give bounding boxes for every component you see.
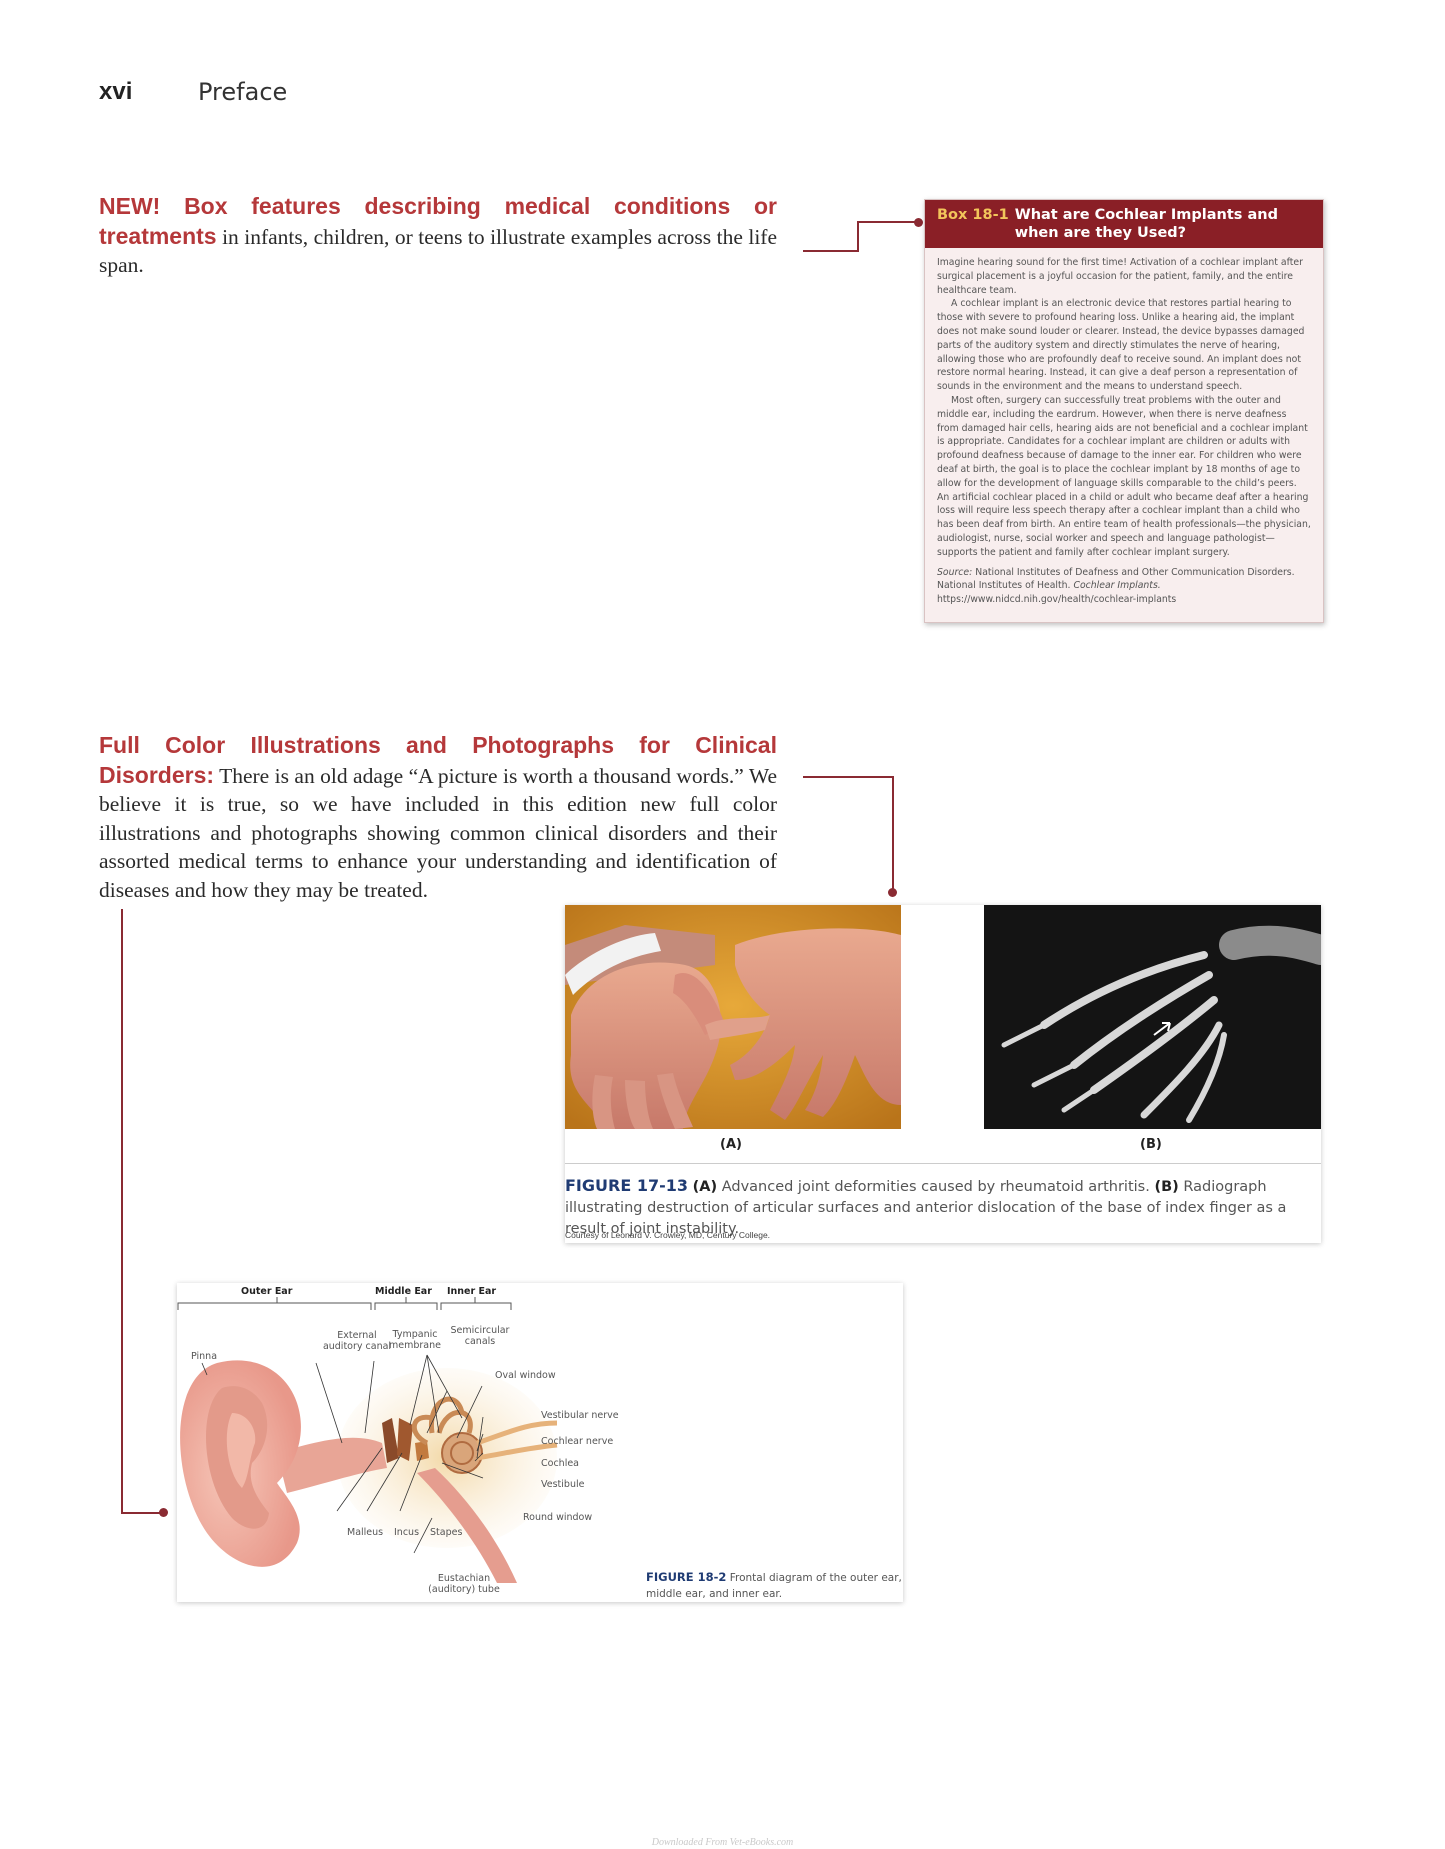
radiograph-illustration: [984, 905, 1321, 1129]
radiograph-photo: [984, 905, 1321, 1129]
label-cochlear-nerve: Cochlear nerve: [541, 1436, 614, 1447]
box-number: Box 18-1: [937, 207, 1009, 223]
caption-divider: [565, 1163, 1321, 1164]
label-a: (A): [720, 1137, 742, 1152]
connector-line: [803, 250, 858, 252]
hands-illustration: [565, 905, 901, 1129]
source-title: Cochlear Implants.: [1073, 580, 1161, 592]
label-eustachian-tube: Eustachian(auditory) tube: [428, 1573, 500, 1595]
feature-illustrations-lead: Full Color Illustrations and Photographs…: [99, 732, 777, 788]
connector-line: [857, 221, 917, 223]
caption-text: Frontal diagram of the outer ear, middle…: [646, 1572, 902, 1600]
label-oval-window: Oval window: [495, 1370, 556, 1381]
label-stapes: Stapes: [430, 1527, 463, 1538]
feature-illustrations-text: There is an old adage “A picture is wort…: [99, 763, 777, 902]
box-paragraph: A cochlear implant is an electronic devi…: [937, 298, 1305, 393]
connector-line: [121, 1512, 163, 1514]
feature-illustrations-description: Full Color Illustrations and Photographs…: [99, 731, 777, 904]
label-cochlea: Cochlea: [541, 1458, 579, 1469]
download-watermark: Downloaded From Vet-eBooks.com: [651, 1837, 794, 1848]
connector-line: [857, 222, 859, 252]
ear-diagram: [177, 1297, 558, 1583]
label-pinna: Pinna: [191, 1351, 218, 1362]
box-18-1: Box 18-1 What are Cochlear Implants and …: [924, 199, 1324, 623]
figure-18-2-caption: FIGURE 18-2 Frontal diagram of the outer…: [646, 1569, 903, 1602]
caption-a-marker: (A): [692, 1179, 718, 1195]
figure-label: FIGURE 18-2: [646, 1570, 727, 1584]
box-header: Box 18-1 What are Cochlear Implants and …: [925, 200, 1323, 248]
label-malleus: Malleus: [347, 1527, 384, 1538]
hands-photo: [565, 905, 901, 1129]
photo-credit: Courtesy of Leonard V. Crowley, MD, Cent…: [565, 1230, 771, 1240]
connector-line: [892, 776, 894, 892]
source-url: https://www.nidcd.nih.gov/health/cochlea…: [937, 594, 1177, 606]
figure-17-13: (A) (B) FIGURE 17-13 (A) Advanced joint …: [565, 905, 1321, 1243]
middle-ear-heading: Middle Ear: [375, 1286, 432, 1297]
box-body: Imagine hearing sound for the first time…: [925, 248, 1323, 613]
inner-ear-heading: Inner Ear: [447, 1286, 497, 1297]
connector-dot: [888, 888, 897, 897]
box-paragraph: Most often, surgery can successfully tre…: [937, 394, 1311, 558]
caption-a-text: Advanced joint deformities caused by rhe…: [717, 1179, 1155, 1195]
caption-b-text: Radiograph illustrating destruction of a…: [565, 1179, 1287, 1237]
label-vestibular-nerve: Vestibular nerve: [541, 1410, 619, 1421]
running-header: Preface: [198, 78, 288, 106]
connector-line: [121, 909, 123, 1513]
connector-dot: [914, 218, 923, 227]
figure-18-2: Outer Ear Middle Ear Inner Ear Pinna Ext…: [177, 1283, 903, 1602]
page-number: xvi: [99, 78, 133, 105]
caption-b-marker: (B): [1154, 1179, 1179, 1195]
label-round-window: Round window: [523, 1512, 593, 1523]
outer-ear-heading: Outer Ear: [241, 1286, 293, 1297]
feature-box-description: NEW! Box features describing medical con…: [99, 192, 777, 280]
section-brackets: [177, 1297, 512, 1310]
label-incus: Incus: [394, 1527, 420, 1538]
figure-17-13-caption: FIGURE 17-13 (A) Advanced joint deformit…: [565, 1175, 1321, 1240]
box-source: Source: National Institutes of Deafness …: [937, 566, 1311, 607]
label-vestibule: Vestibule: [541, 1479, 585, 1490]
box-title: What are Cochlear Implants and when are …: [1014, 207, 1278, 241]
label-leader-lines: [201, 1354, 484, 1554]
source-text: National Institutes of Deafness and Othe…: [937, 566, 1295, 592]
box-paragraph: Imagine hearing sound for the first time…: [937, 257, 1303, 296]
figure-label: FIGURE 17-13: [565, 1176, 688, 1195]
connector-dot: [159, 1508, 168, 1517]
feature-box-text: in infants, children, or teens to illust…: [99, 224, 777, 278]
source-label: Source:: [937, 566, 973, 578]
connector-line: [803, 776, 893, 778]
label-b: (B): [1140, 1137, 1162, 1152]
feature-box-lead: NEW! Box features describing medical con…: [99, 193, 777, 249]
